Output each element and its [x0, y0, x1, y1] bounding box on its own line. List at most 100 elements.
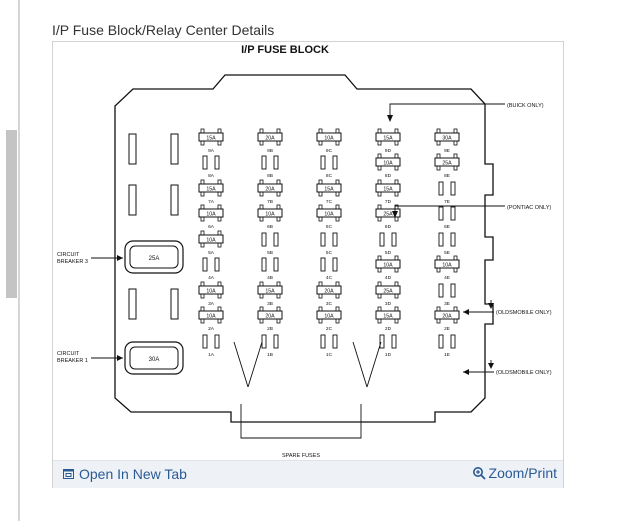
slot-label-5E: 5E	[444, 250, 450, 256]
fuse-2E: 20A	[434, 306, 460, 324]
slot-label-3B: 3B	[267, 301, 273, 307]
empty-slot-5D	[379, 232, 397, 247]
scrollbar-thumb[interactable]	[6, 130, 17, 298]
fuse-7D-rating: 15A	[383, 186, 393, 192]
fuse-6A-rating: 10A	[206, 211, 216, 217]
slot-label-2D: 2D	[385, 326, 392, 332]
circuit-breaker-3: 25A CIRCUIT BREAKER 3	[57, 240, 184, 274]
slot-label-5A: 5A	[208, 250, 215, 256]
fuse-4E-rating: 10A	[442, 262, 452, 268]
image-footer-bar: Open In New Tab Zoom/Print	[53, 460, 563, 488]
slot-label-7E: 7E	[444, 199, 450, 205]
fuse-9B-rating: 20A	[265, 135, 275, 141]
fuse-6D: 25A	[375, 204, 401, 222]
zoom-print-link[interactable]: Zoom/Print	[472, 465, 557, 481]
slot-label-1A: 1A	[208, 352, 215, 358]
slot-label-2E: 2E	[444, 326, 450, 332]
slot-label-9E: 9E	[444, 148, 450, 154]
fuse-4D-rating: 10A	[383, 262, 393, 268]
fuse-3D: 25A	[375, 281, 401, 299]
slot-label-9B: 9B	[267, 148, 273, 154]
callout-pontiac: (PONTIAC ONLY)	[392, 205, 551, 218]
slot-label-6A: 6A	[208, 224, 215, 230]
fuse-3B-rating: 15A	[265, 288, 275, 294]
slot-label-3A: 3A	[208, 301, 215, 307]
fuse-2C-rating: 10A	[324, 313, 334, 319]
slot-label-7B: 7B	[267, 199, 273, 205]
fuse-block-housing	[114, 74, 494, 423]
slot-label-3D: 3D	[385, 301, 392, 307]
slot-label-8A: 8A	[208, 173, 215, 179]
fuse-3C-rating: 20A	[324, 288, 334, 294]
fuse-7A: 15A	[198, 179, 224, 197]
circuit-breaker-3-label-line1: CIRCUIT	[57, 252, 80, 258]
slot-label-5B: 5B	[267, 250, 273, 256]
spare-fuses-label: SPARE FUSES	[282, 453, 320, 459]
slot-label-5C: 5C	[326, 250, 333, 256]
fuse-9E-rating: 30A	[442, 135, 452, 141]
empty-slot-5B	[261, 232, 279, 247]
left-border-rule	[18, 0, 20, 521]
slot-label-2B: 2B	[267, 326, 273, 332]
left-relay-slots	[128, 133, 179, 320]
slot-label-1D: 1D	[385, 352, 392, 358]
slot-label-3E: 3E	[444, 301, 450, 307]
slot-label-4B: 4B	[267, 275, 273, 281]
fuse-2D: 15A	[375, 306, 401, 324]
fuse-8E: 25A	[434, 153, 460, 171]
empty-slot-1D	[379, 334, 397, 349]
fuse-2C: 10A	[316, 306, 342, 324]
empty-slot-4A	[202, 257, 220, 272]
fuse-6B-rating: 10A	[265, 211, 275, 217]
svg-text:(OLDSMOBILE ONLY): (OLDSMOBILE ONLY)	[496, 370, 552, 376]
fuse-7B-rating: 20A	[265, 186, 275, 192]
fuse-8D-rating: 10A	[383, 160, 393, 166]
empty-slot-4B	[261, 257, 279, 272]
fuse-8D: 10A	[375, 153, 401, 171]
open-in-new-tab-link[interactable]: Open In New Tab	[63, 466, 187, 482]
fuse-2A: 10A	[198, 306, 224, 324]
circuit-breaker-1: 30A CIRCUIT BREAKER 1	[57, 341, 184, 375]
empty-slot-4C	[320, 257, 338, 272]
svg-text:(BUICK ONLY): (BUICK ONLY)	[507, 103, 544, 109]
fuse-5A-rating: 10A	[206, 237, 216, 243]
fuse-7B: 20A	[257, 179, 283, 197]
spare-fuses-callout: SPARE FUSES	[233, 341, 382, 459]
slot-label-5D: 5D	[385, 250, 392, 256]
fuse-3A-rating: 10A	[206, 288, 216, 294]
fuse-9A-rating: 15A	[206, 135, 216, 141]
fuse-7D: 15A	[375, 179, 401, 197]
slot-label-9A: 9A	[208, 148, 215, 154]
fuse-9D-rating: 15A	[383, 135, 393, 141]
fuse-2B-rating: 20A	[265, 313, 275, 319]
slot-label-6C: 6C	[326, 224, 333, 230]
fuse-9A: 15A	[198, 128, 224, 146]
slot-label-6D: 6D	[385, 224, 392, 230]
slot-label-1E: 1E	[444, 352, 450, 358]
fuse-9B: 20A	[257, 128, 283, 146]
callout-buick: (BUICK ONLY)	[387, 103, 544, 122]
fuse-6C: 10A	[316, 204, 342, 222]
zoom-magnifier-icon	[472, 467, 486, 480]
empty-slot-7E	[438, 181, 456, 196]
slot-label-3C: 3C	[326, 301, 333, 307]
fuse-3C: 20A	[316, 281, 342, 299]
callout-oldsmobile-2e: (OLDSMOBILE ONLY)	[463, 360, 552, 376]
fuse-8E-rating: 25A	[442, 160, 452, 166]
fuse-4E: 10A	[434, 255, 460, 273]
svg-text:(OLDSMOBILE ONLY): (OLDSMOBILE ONLY)	[496, 310, 552, 316]
open-in-new-tab-icon	[63, 469, 74, 479]
fuse-9C-rating: 10A	[324, 135, 334, 141]
circuit-breaker-1-label-line2: BREAKER 1	[57, 358, 88, 364]
diagram-title: I/P FUSE BLOCK	[241, 44, 329, 56]
empty-slot-5E	[438, 232, 456, 247]
slot-label-6B: 6B	[267, 224, 273, 230]
fuse-3B: 15A	[257, 281, 283, 299]
fuse-9E: 30A	[434, 128, 460, 146]
fuse-7C-rating: 15A	[324, 186, 334, 192]
fuse-6B: 10A	[257, 204, 283, 222]
fuse-9D: 15A	[375, 128, 401, 146]
slot-label-7D: 7D	[385, 199, 392, 205]
slot-label-4A: 4A	[208, 275, 215, 281]
